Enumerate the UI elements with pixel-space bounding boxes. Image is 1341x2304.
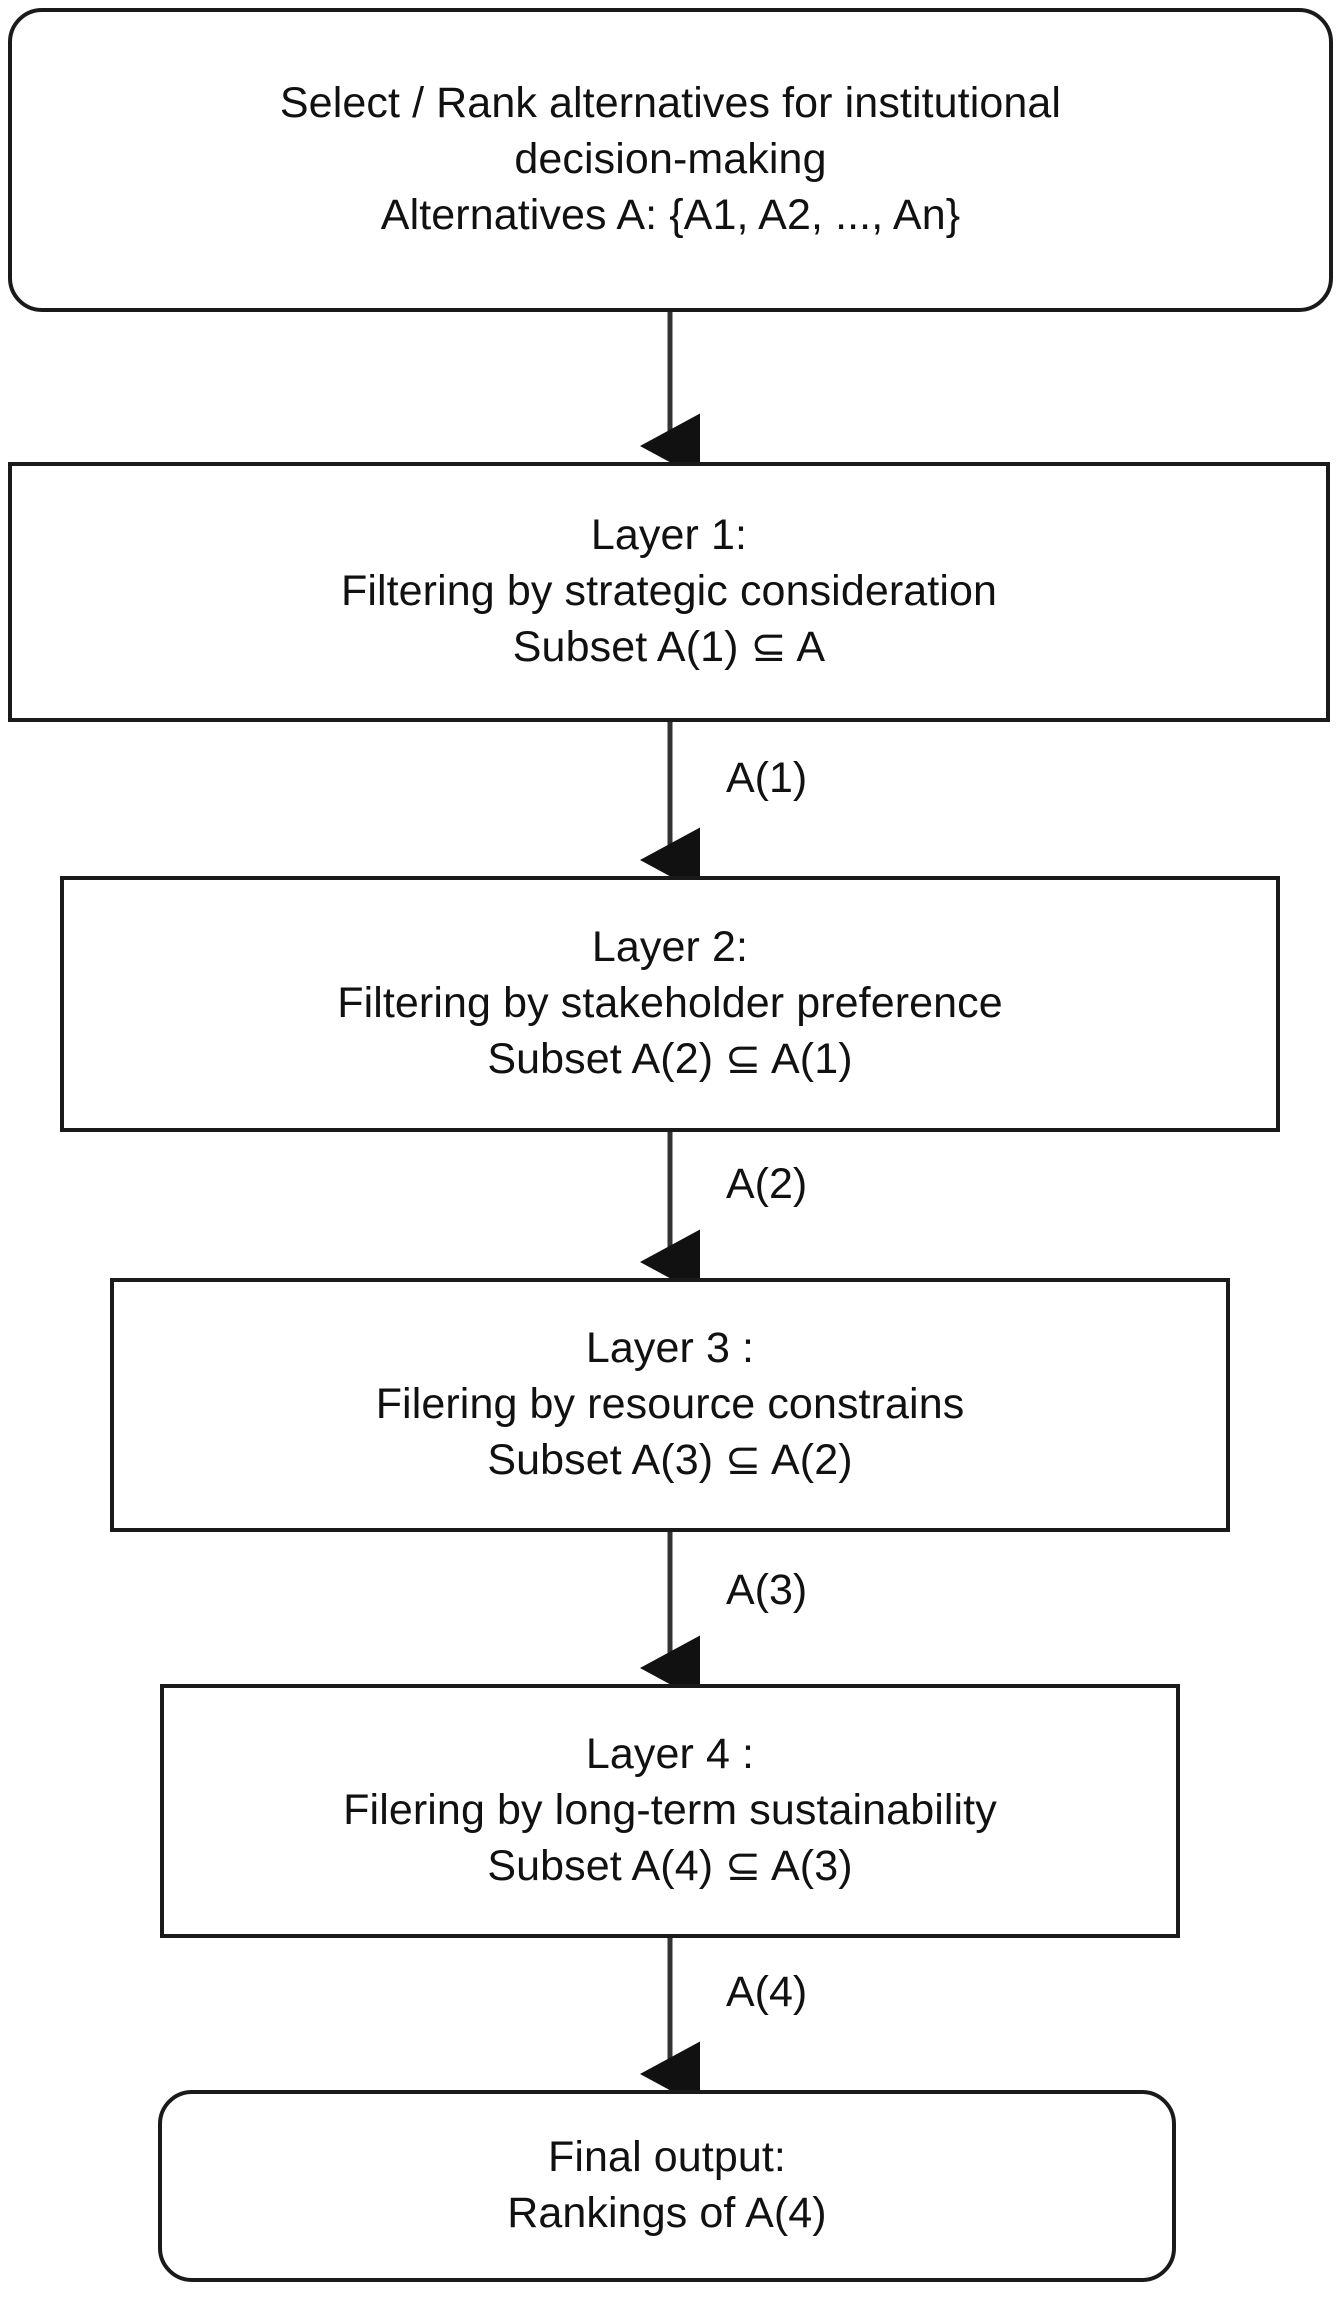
node-layer-4-description: Filering by long-term sustainability — [343, 1786, 997, 1835]
node-final-output-value: Rankings of A(4) — [507, 2189, 827, 2237]
node-layer-1-description: Filtering by strategic consideration — [340, 567, 998, 616]
edge-label-a4: A(4) — [726, 1968, 808, 2016]
node-layer-2: Layer 2: Filtering by stakeholder prefer… — [60, 876, 1280, 1132]
node-final-output-title: Final output: — [548, 2133, 786, 2182]
node-layer-1: Layer 1: Filtering by strategic consider… — [8, 462, 1330, 722]
node-final-output: Final output: Rankings of A(4) — [158, 2090, 1176, 2282]
node-layer-3-title: Layer 3 : — [585, 1324, 755, 1373]
node-layer-3-description: Filering by resource constrains — [375, 1380, 965, 1429]
node-layer-2-title: Layer 2: — [591, 923, 749, 972]
node-layer-1-title: Layer 1: — [590, 511, 748, 560]
node-layer-4-title: Layer 4 : — [585, 1730, 755, 1779]
edge-label-a1: A(1) — [726, 754, 808, 802]
node-layer-1-subset: Subset A(1) ⊆ A — [512, 622, 826, 671]
node-layer-2-subset: Subset A(2) ⊆ A(1) — [487, 1034, 853, 1083]
node-start-line-2: decision-making — [514, 135, 827, 184]
node-layer-3: Layer 3 : Filering by resource constrain… — [110, 1278, 1230, 1532]
node-layer-3-subset: Subset A(3) ⊆ A(2) — [487, 1435, 853, 1484]
node-start-line-3: Alternatives A: {A1, A2, ..., An} — [380, 190, 961, 239]
edge-label-a3: A(3) — [726, 1566, 808, 1614]
node-start-select-rank: Select / Rank alternatives for instituti… — [8, 8, 1333, 312]
node-layer-2-description: Filtering by stakeholder preference — [337, 979, 1003, 1028]
edge-label-a2: A(2) — [726, 1160, 808, 1208]
node-layer-4: Layer 4 : Filering by long-term sustaina… — [160, 1684, 1180, 1938]
node-start-line-1: Select / Rank alternatives for instituti… — [279, 79, 1062, 128]
node-layer-4-subset: Subset A(4) ⊆ A(3) — [487, 1841, 853, 1890]
